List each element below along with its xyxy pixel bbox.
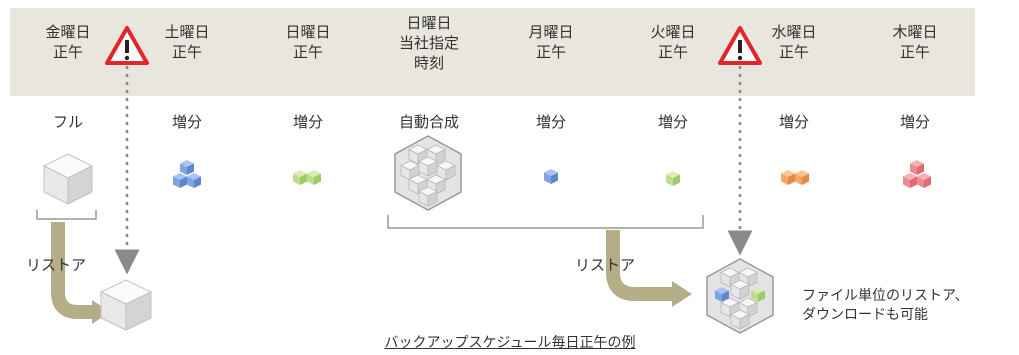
restore-label-right: リストア	[575, 256, 636, 274]
backup-type-incremental: 増分	[657, 113, 688, 131]
day-label: 日曜日	[285, 23, 331, 41]
backup-type-incremental: 増分	[778, 113, 809, 131]
column-wednesday: 水曜日 正午	[739, 22, 849, 62]
backup-type-incremental: 増分	[899, 113, 930, 131]
day-time: 正午	[52, 43, 83, 61]
column-monday: 月曜日 正午	[496, 22, 606, 62]
incremental-orange-cubes-icon	[781, 170, 809, 185]
day-label: 土曜日	[164, 23, 210, 41]
restore-label-left: リストア	[26, 256, 87, 274]
incremental-red-cubes-icon	[903, 160, 931, 188]
day-time: 正午	[899, 43, 930, 61]
day-time: 時刻	[413, 54, 444, 72]
synthetic-restore-bracket	[387, 215, 704, 229]
full-restore-bracket	[36, 210, 97, 220]
restore-arrow-right	[606, 230, 673, 301]
day-time: 正午	[657, 43, 688, 61]
day-time: 正午	[778, 43, 809, 61]
warning-icon	[718, 26, 762, 65]
synthetic-backup-icon	[394, 135, 462, 211]
incremental-green-cube-icon	[666, 171, 680, 186]
day-sub-label: 当社指定	[398, 34, 459, 52]
full-backup-cube-icon	[42, 153, 94, 205]
backup-type-full: フル	[52, 113, 83, 131]
restored-full-cube-icon	[99, 279, 153, 331]
warning-icon	[105, 26, 149, 65]
day-time: 正午	[171, 43, 202, 61]
schedule-header-band	[10, 8, 975, 96]
incremental-blue-cube-icon	[544, 169, 558, 184]
diagram-caption: バックアップスケジュール毎日正午の例	[384, 335, 636, 351]
backup-type-incremental: 増分	[171, 113, 202, 131]
day-label: 月曜日	[528, 23, 574, 41]
day-label: 火曜日	[650, 23, 696, 41]
restore-arrow-right-head	[672, 281, 692, 307]
day-label: 金曜日	[45, 23, 91, 41]
day-label: 水曜日	[771, 23, 817, 41]
day-label: 日曜日	[406, 14, 452, 32]
day-label: 木曜日	[892, 23, 938, 41]
restore-arrow-left	[51, 222, 93, 319]
restored-synthetic-icon	[706, 258, 774, 334]
incremental-blue-cubes-icon	[173, 160, 201, 188]
note-line: ファイル単位のリストア、	[802, 288, 969, 304]
incremental-green-cubes-icon	[293, 170, 321, 185]
backup-type-synthetic: 自動合成	[398, 113, 459, 131]
column-saturday: 土曜日 正午	[132, 22, 242, 62]
column-friday: 金曜日 正午	[13, 22, 123, 62]
backup-type-incremental: 増分	[535, 113, 566, 131]
day-time: 正午	[535, 43, 566, 61]
column-sunday-synthetic: 日曜日 当社指定 時刻	[374, 13, 484, 73]
column-thursday: 木曜日 正午	[860, 22, 970, 62]
column-tuesday: 火曜日 正午	[618, 22, 728, 62]
file-level-restore-note: ファイル単位のリストア、 ダウンロードも可能	[802, 287, 969, 325]
backup-type-incremental: 増分	[292, 113, 323, 131]
day-time: 正午	[292, 43, 323, 61]
note-line: ダウンロードも可能	[802, 307, 928, 323]
column-sunday: 日曜日 正午	[253, 22, 363, 62]
